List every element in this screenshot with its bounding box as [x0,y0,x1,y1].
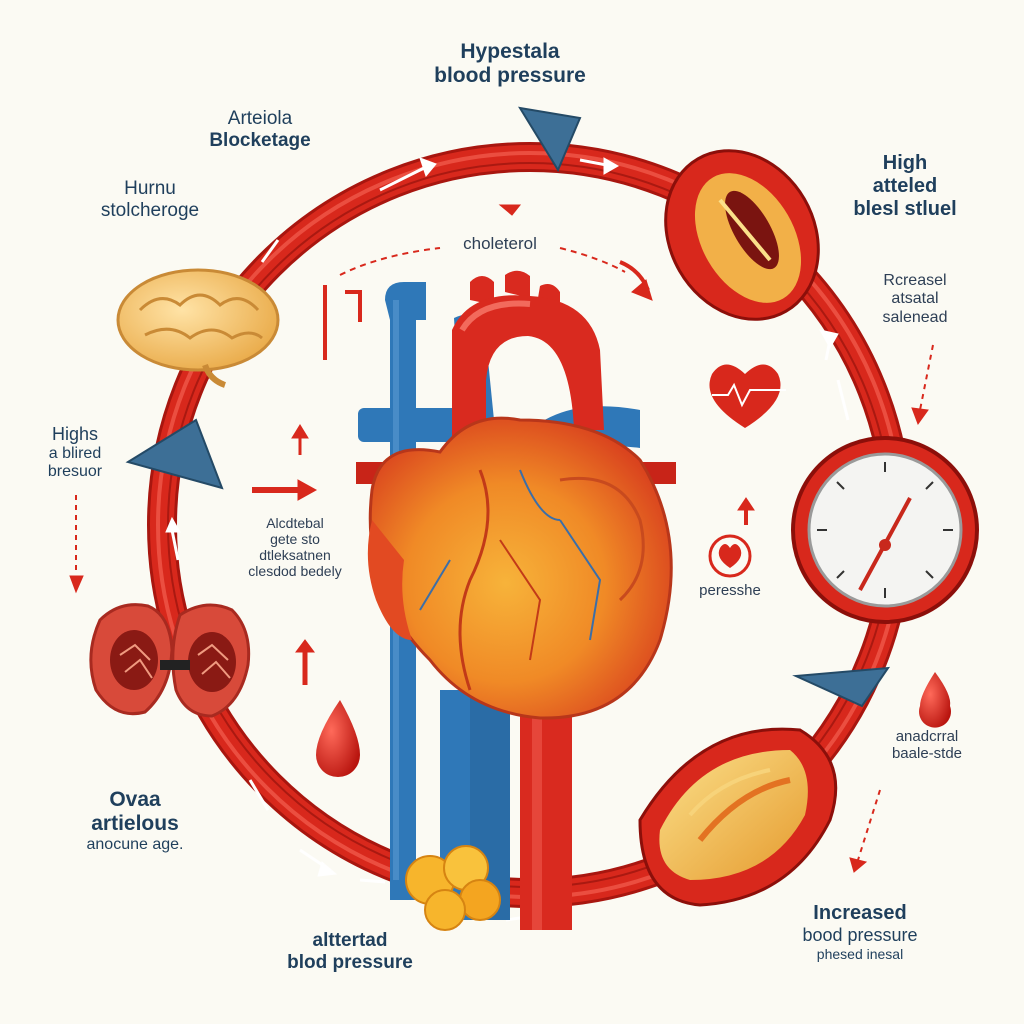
small-heart-icon [710,536,750,576]
fat-globule-icon [406,846,500,930]
heart-rate-icon [709,365,786,429]
label-bottom-left: Ovaa artielous anocune age. [40,788,230,855]
label-bottom-center: alttertad blod pressure [240,930,460,974]
label-bottom-right: Increased bood pressure phesed inesal [760,902,960,962]
pressure-gauge-icon [793,438,977,622]
label-right-upper: Rcreasel atsatal salenead [850,272,980,327]
label-left-mid: Highs a blired bresuor [20,424,130,481]
label-right-mid: peresshe [680,582,780,599]
label-center-top: choleterol [430,234,570,254]
label-center-left: Alcdtebal gete sto dtleksatnen clesdod b… [220,515,370,579]
flow-arrow-icon [838,380,848,420]
label-top-left: Arteiola Blocketage [180,108,340,152]
label-right-lower: anadcrral baale-stde [862,728,992,763]
plaque-artery-icon [640,729,836,905]
label-top: Hypestala blood pressure [400,40,620,88]
label-top-right: High atteled blesl stluel [830,152,980,221]
label-upper-left: Hurnu stolcheroge [60,178,240,222]
flow-arrow-icon [360,880,385,882]
brain-icon [118,270,278,385]
